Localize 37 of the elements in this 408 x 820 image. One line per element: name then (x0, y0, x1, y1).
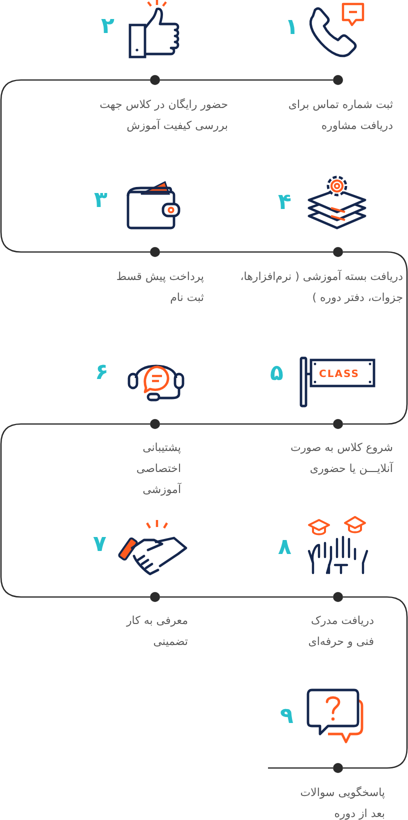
step-number: ۸ (278, 535, 292, 561)
step-caption: دریافت مدرک فنی و حرفه‌ای (307, 613, 374, 650)
step-caption: حضور رایگان در کلاس جهت بررسی کیفیت آموزش (98, 97, 228, 134)
step-number: ۵ (270, 361, 284, 387)
timeline-line (343, 596, 408, 769)
timeline-dot (150, 419, 160, 429)
step-caption: ثبت شماره تماس برای دریافت مشاوره (287, 97, 393, 134)
timeline-line (343, 251, 408, 425)
step-caption: شروع کلاس به صورت آنلایـــن یا حضوری (289, 440, 393, 477)
step-number: ۴ (278, 190, 292, 216)
timeline-dot (150, 592, 160, 602)
timeline-line (160, 251, 333, 253)
timeline-dot (333, 419, 343, 429)
timeline-dot (333, 592, 343, 602)
step-caption: دریافت بسته آموزشی ( نرم‌افزارها، جزوات، دفتر دوره ) (239, 268, 403, 306)
timeline-line (0, 79, 150, 253)
timeline-dot (150, 247, 160, 257)
step-caption: پرداخت پیش قسط ثبت نام (115, 269, 204, 306)
timeline-line (0, 423, 150, 598)
step-number: ۷ (93, 532, 106, 558)
sign-text: CLASS (319, 368, 360, 381)
timeline-line (268, 767, 333, 769)
step-number: ۲ (101, 14, 114, 40)
step-number: ۳ (94, 188, 108, 214)
step-number: ۹ (280, 704, 294, 730)
step-caption: معرفی به کار تضمینی (125, 613, 188, 650)
timeline-dot (333, 763, 343, 773)
timeline-line (160, 79, 333, 81)
timeline-line (160, 423, 333, 425)
step-number: ۱ (285, 15, 298, 41)
timeline-dot (333, 247, 343, 257)
timeline-dot (150, 75, 160, 85)
timeline-line (160, 596, 333, 598)
step-caption: پاسخگویی سوالات بعد از دوره (299, 785, 385, 820)
timeline-dot (333, 75, 343, 85)
step-number: ۶ (95, 360, 108, 386)
step-caption: پشتیبانی اختصاصی آموزشی (135, 440, 181, 498)
